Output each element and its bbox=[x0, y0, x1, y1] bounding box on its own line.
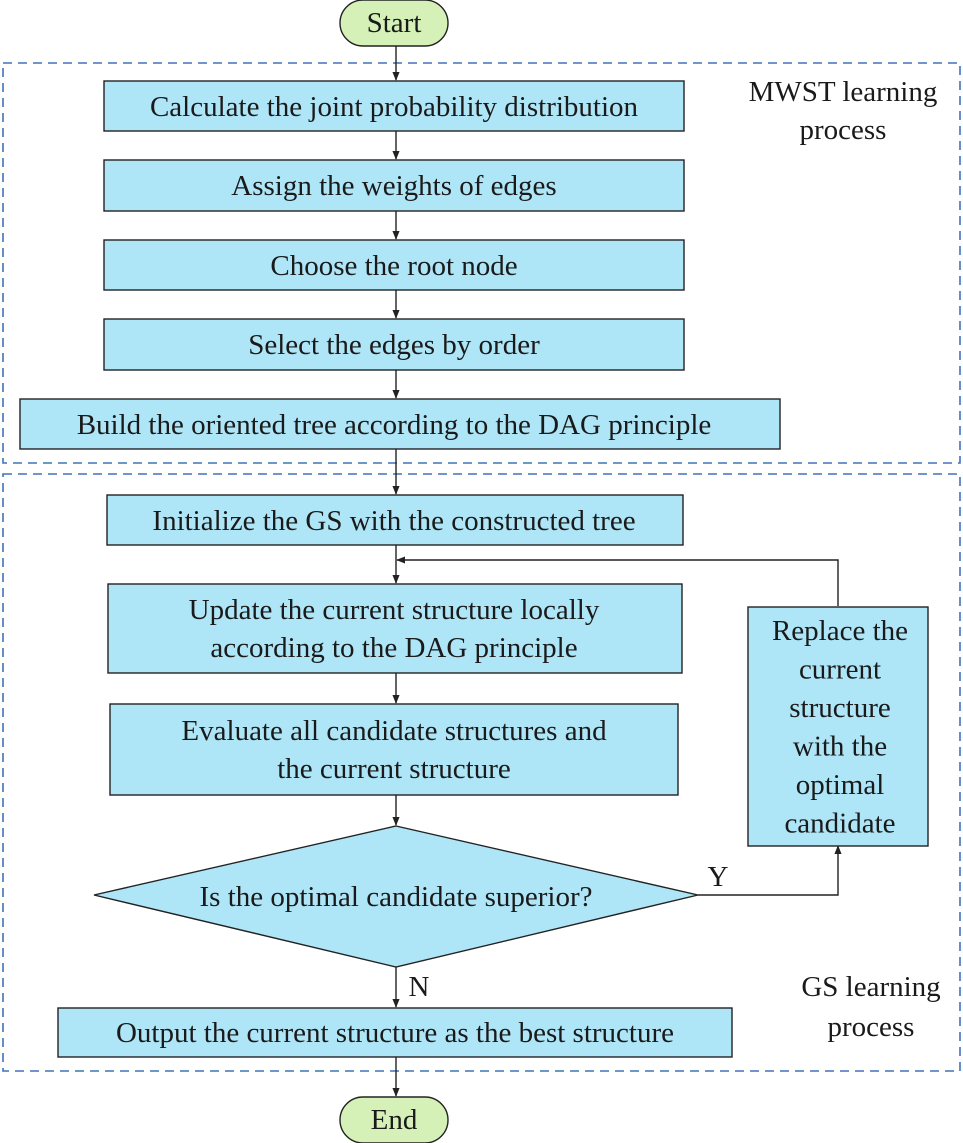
label-line: GS learning bbox=[801, 971, 940, 1003]
label-line: Initialize the GS with the constructed t… bbox=[152, 505, 635, 537]
step-replace-structure bbox=[747, 606, 929, 847]
arrow-decision-yes-to-replace bbox=[698, 845, 842, 896]
decision-optimal-superior-label: Is the optimal candidate superior? bbox=[200, 881, 593, 913]
gs-section-title: GS learning process bbox=[801, 971, 940, 1043]
gs-section-frame bbox=[2, 473, 961, 1072]
step-output-best-structure bbox=[57, 1007, 733, 1058]
label-line: optimal bbox=[796, 769, 885, 801]
label-line: Is the optimal candidate superior? bbox=[200, 881, 593, 913]
step-choose-root-node bbox=[103, 239, 685, 291]
mwst-section-title: MWST learning process bbox=[749, 76, 938, 146]
label-line: Select the edges by order bbox=[248, 329, 540, 361]
label-line: according to the DAG principle bbox=[210, 632, 577, 664]
no-branch-label: N bbox=[409, 971, 430, 1003]
label-line: Evaluate all candidate structures and bbox=[181, 715, 607, 747]
step-update-structure-label: Update the current structure locally acco… bbox=[189, 594, 600, 664]
label-line: Calculate the joint probability distribu… bbox=[150, 91, 639, 123]
label-line: current bbox=[799, 653, 881, 685]
step-calculate-joint-probability-label: Calculate the joint probability distribu… bbox=[150, 91, 639, 123]
start-terminal bbox=[339, 0, 449, 47]
arrow-replace-loop-back bbox=[396, 556, 839, 606]
step-output-best-structure-label: Output the current structure as the best… bbox=[116, 1017, 674, 1049]
step-initialize-gs-label: Initialize the GS with the constructed t… bbox=[152, 505, 635, 537]
label-line: process bbox=[800, 114, 887, 146]
step-assign-weights bbox=[103, 159, 685, 212]
yes-branch-label: Y bbox=[708, 861, 729, 893]
label-line: candidate bbox=[784, 807, 895, 839]
step-evaluate-candidates bbox=[109, 703, 679, 796]
step-choose-root-node-label: Choose the root node bbox=[270, 250, 517, 282]
label-line: MWST learning bbox=[749, 76, 938, 108]
step-calculate-joint-probability bbox=[103, 80, 685, 132]
label-line: Update the current structure locally bbox=[189, 594, 600, 626]
mwst-section-frame bbox=[2, 62, 961, 464]
end-label: End bbox=[371, 1104, 418, 1136]
label-line: Build the oriented tree according to the… bbox=[77, 409, 712, 441]
step-update-structure bbox=[107, 583, 683, 674]
step-assign-weights-label: Assign the weights of edges bbox=[231, 170, 556, 202]
step-initialize-gs bbox=[106, 494, 684, 546]
step-evaluate-candidates-label: Evaluate all candidate structures and the… bbox=[181, 715, 607, 785]
label-line: with the bbox=[793, 730, 887, 762]
step-select-edges-label: Select the edges by order bbox=[248, 329, 540, 361]
step-build-oriented-tree-label: Build the oriented tree according to the… bbox=[77, 409, 712, 441]
step-select-edges bbox=[103, 318, 685, 371]
end-terminal bbox=[339, 1096, 449, 1143]
label-line: Assign the weights of edges bbox=[231, 170, 556, 202]
start-label: Start bbox=[367, 7, 422, 39]
label-line: process bbox=[828, 1011, 915, 1043]
step-replace-structure-label: Replace the current structure with the optim… bbox=[772, 615, 908, 840]
label-line: Choose the root node bbox=[270, 250, 517, 282]
label-line: Output the current structure as the best… bbox=[116, 1017, 674, 1049]
label-line: the current structure bbox=[277, 753, 511, 785]
step-build-oriented-tree bbox=[19, 398, 781, 450]
decision-optimal-superior bbox=[93, 825, 699, 968]
label-line: structure bbox=[789, 692, 890, 724]
label-line: Replace the bbox=[772, 615, 908, 647]
